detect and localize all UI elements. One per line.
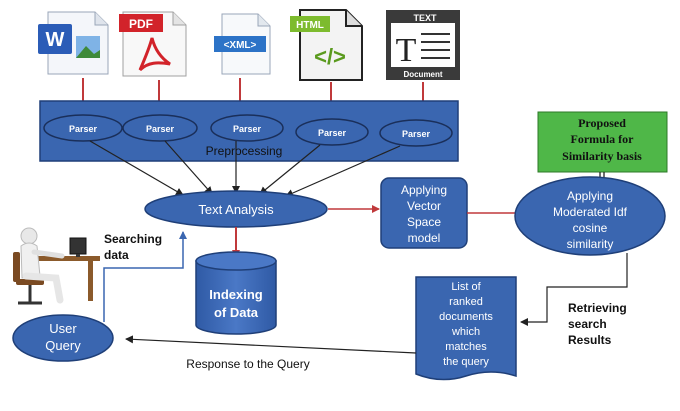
moderated-line: Moderated Idf: [553, 205, 628, 219]
searching-line: data: [104, 248, 129, 262]
parser-node: [295, 118, 369, 146]
parser-node: [122, 114, 198, 142]
vsm-line: Applying: [401, 183, 447, 197]
user-query-line: User: [49, 321, 77, 336]
word-icon-letter: W: [46, 29, 65, 51]
text-icon-footer: Document: [403, 70, 442, 79]
searching-line: Searching: [104, 232, 162, 246]
html-icon-label: HTML: [296, 20, 324, 31]
indexing-line: Indexing: [209, 287, 263, 302]
xml-document-icon: <XML>: [214, 13, 271, 75]
ranked-line: List of: [451, 281, 481, 293]
text-icon-label: TEXT: [413, 13, 437, 23]
text-icon-letter: T: [396, 32, 417, 69]
parser-group: Parser Parser Parser Parser Parser: [43, 114, 453, 147]
vsm-line: Vector: [407, 199, 441, 213]
parser-to-analysis-arrows: [89, 140, 401, 197]
results-arrow: [520, 253, 628, 326]
proposed-line: Proposed: [578, 116, 626, 130]
proposed-formula-box: [537, 111, 668, 173]
moderated-idf-node: [514, 176, 666, 256]
parser-label: Parser: [402, 129, 431, 139]
user-at-computer-icon: [13, 227, 100, 305]
parser-label: Parser: [69, 124, 98, 134]
ranked-line: the query: [443, 356, 489, 368]
parser-label: Parser: [318, 128, 347, 138]
searching-arrow: [103, 231, 187, 322]
moderated-line: cosine: [573, 221, 608, 235]
user-query-node: [12, 314, 114, 362]
ranked-line: documents: [439, 311, 493, 323]
retrieving-line: search: [568, 317, 607, 331]
moderated-line: Applying: [567, 189, 613, 203]
indexing-database: Indexing of Data: [195, 251, 277, 335]
moderated-line: similarity: [567, 237, 614, 251]
proposed-line: Formula for: [571, 132, 635, 146]
parser-label: Parser: [146, 124, 175, 134]
response-arrow: [125, 335, 417, 354]
xml-icon-label: <XML>: [224, 40, 257, 51]
retrieving-line: Retrieving: [568, 301, 627, 315]
ranked-line: which: [451, 326, 480, 338]
proposed-line: Similarity basis: [562, 149, 642, 163]
parser-node: [379, 119, 453, 147]
text-analysis-label: Text Analysis: [198, 202, 274, 217]
pdf-icon-label: PDF: [129, 17, 153, 31]
word-document-icon: W: [38, 11, 109, 75]
user-query-line: Query: [45, 338, 81, 353]
ranked-documents-box: [415, 276, 517, 381]
preprocessing-label: Preprocessing: [206, 144, 283, 158]
html-document-icon: HTML </>: [290, 9, 363, 81]
retrieving-line: Results: [568, 333, 612, 347]
pdf-document-icon: PDF: [119, 11, 187, 77]
text-document-icon: TEXT T Document: [386, 10, 460, 80]
vsm-line: model: [408, 231, 441, 245]
ranked-line: ranked: [449, 296, 483, 308]
html-icon-symbol: </>: [314, 44, 346, 69]
parser-node: [43, 114, 123, 142]
parser-node: [210, 114, 284, 142]
parser-label: Parser: [233, 124, 262, 134]
response-label: Response to the Query: [186, 357, 309, 371]
indexing-line: of Data: [214, 305, 259, 320]
ranked-line: matches: [445, 341, 487, 353]
vsm-line: Space: [407, 215, 441, 229]
